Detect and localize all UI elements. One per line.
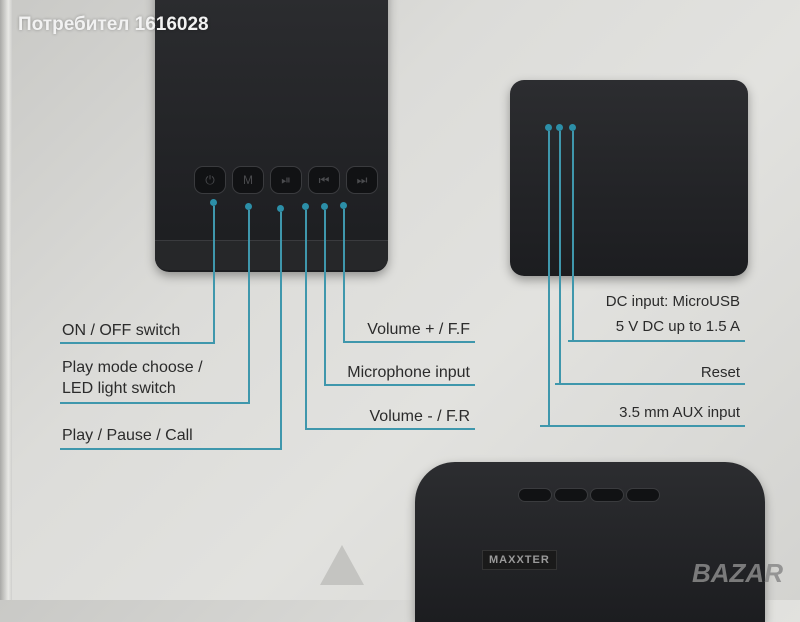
callout-line — [305, 210, 307, 430]
callout-dot — [277, 205, 284, 212]
callout-dot — [302, 203, 309, 210]
callout-line — [280, 212, 282, 450]
label-led-light: LED light switch — [62, 380, 176, 397]
site-logo: BAZAR — [692, 558, 783, 588]
speaker-bottom-band — [155, 240, 388, 270]
box-edge — [0, 0, 12, 600]
callout-dot — [340, 202, 347, 209]
label-dc-input: DC input: MicroUSB — [605, 293, 740, 310]
label-play-pause: Play / Pause / Call — [62, 427, 193, 444]
top-button — [554, 488, 588, 502]
top-button — [626, 488, 660, 502]
callout-line — [213, 206, 215, 344]
callout-line — [60, 402, 250, 404]
speaker-side-view — [510, 80, 748, 276]
top-button — [590, 488, 624, 502]
callout-dot — [245, 203, 252, 210]
speaker-top-view — [155, 0, 388, 272]
decorative-triangle — [320, 545, 364, 585]
power-button-icon: ⏻ — [194, 166, 226, 194]
control-buttons: ⏻ M ⏯ ⏮ ⏭ — [194, 166, 378, 194]
callout-dot — [210, 199, 217, 206]
callout-line — [548, 131, 550, 427]
label-aux: 3.5 mm AUX input — [619, 404, 740, 421]
callout-line — [305, 428, 475, 430]
callout-line — [572, 131, 574, 342]
speaker-front-view — [415, 462, 765, 622]
callout-line — [60, 448, 282, 450]
callout-line — [540, 425, 745, 427]
callout-line — [60, 342, 215, 344]
label-volume-up: Volume + / F.F — [367, 321, 470, 338]
watermark-text: Потребител 1616028 — [18, 14, 209, 35]
label-volume-down: Volume - / F.R — [369, 408, 470, 425]
callout-line — [343, 341, 475, 343]
port-dot — [569, 124, 576, 131]
port-dot — [556, 124, 563, 131]
next-button-icon: ⏭ — [346, 166, 378, 194]
play-pause-button-icon: ⏯ — [270, 166, 302, 194]
top-button — [518, 488, 552, 502]
label-play-mode: Play mode choose / — [62, 359, 203, 376]
label-microphone: Microphone input — [347, 364, 470, 381]
label-on-off: ON / OFF switch — [62, 322, 181, 339]
callout-line — [248, 210, 250, 404]
brand-logo: MAXXTER — [482, 550, 557, 570]
callout-line — [343, 209, 345, 343]
label-dc-spec: 5 V DC up to 1.5 A — [615, 318, 740, 335]
label-reset: Reset — [700, 364, 740, 381]
callout-line — [568, 340, 745, 342]
previous-button-icon: ⏮ — [308, 166, 340, 194]
callout-line — [555, 383, 745, 385]
mode-button-icon: M — [232, 166, 264, 194]
callout-line — [324, 384, 475, 386]
port-dot — [545, 124, 552, 131]
callout-line — [559, 131, 561, 384]
speaker-top-buttons — [518, 488, 660, 502]
callout-line — [324, 210, 326, 386]
callout-dot — [321, 203, 328, 210]
